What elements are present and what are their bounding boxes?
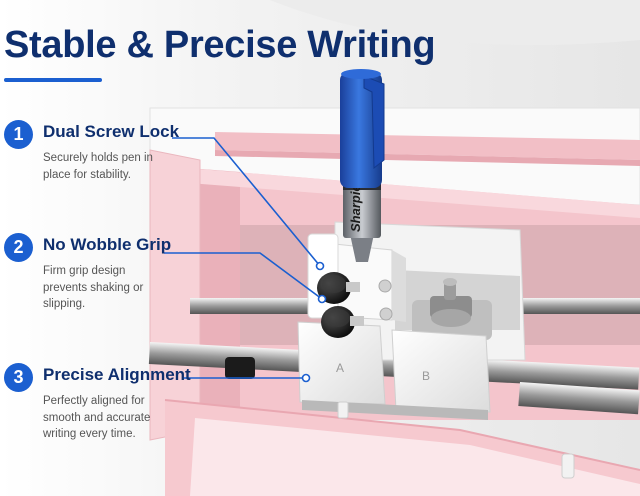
feature-description: Perfectly aligned for smooth and accurat…: [43, 395, 151, 440]
pen-tip: [350, 234, 374, 262]
feature-title: Precise Alignment: [43, 365, 191, 384]
feature-title: No Wobble Grip: [43, 235, 172, 254]
clamp-b-letter: B: [422, 369, 430, 383]
callout-line-3: [184, 373, 311, 383]
page-title: Stable & Precise Writing: [4, 24, 436, 66]
feature-number-badge: 2: [4, 233, 33, 262]
pink-top-strip: [215, 132, 640, 160]
feature-title: Dual Screw Lock: [43, 122, 180, 141]
callout-line-2: [164, 252, 327, 304]
pen-clip: [363, 75, 385, 170]
title-underline: [4, 78, 102, 82]
pen-barrel: [343, 186, 381, 238]
clamp-b: [391, 329, 491, 413]
feature-description: Firm grip design prevents shaking or sli…: [43, 265, 144, 310]
pen-brand-label: Sharpie: [348, 184, 363, 232]
feature-description: Securely holds pen in place for stabilit…: [43, 152, 153, 181]
screw-knob-lower: [321, 306, 364, 338]
clamp-a-letter: A: [336, 361, 344, 375]
callout-line-1: [172, 137, 325, 271]
pen-cap: [340, 72, 382, 188]
screw-knob-upper: [317, 272, 360, 304]
feature-number-badge: 1: [4, 120, 33, 149]
feature-number-badge: 3: [4, 363, 33, 392]
